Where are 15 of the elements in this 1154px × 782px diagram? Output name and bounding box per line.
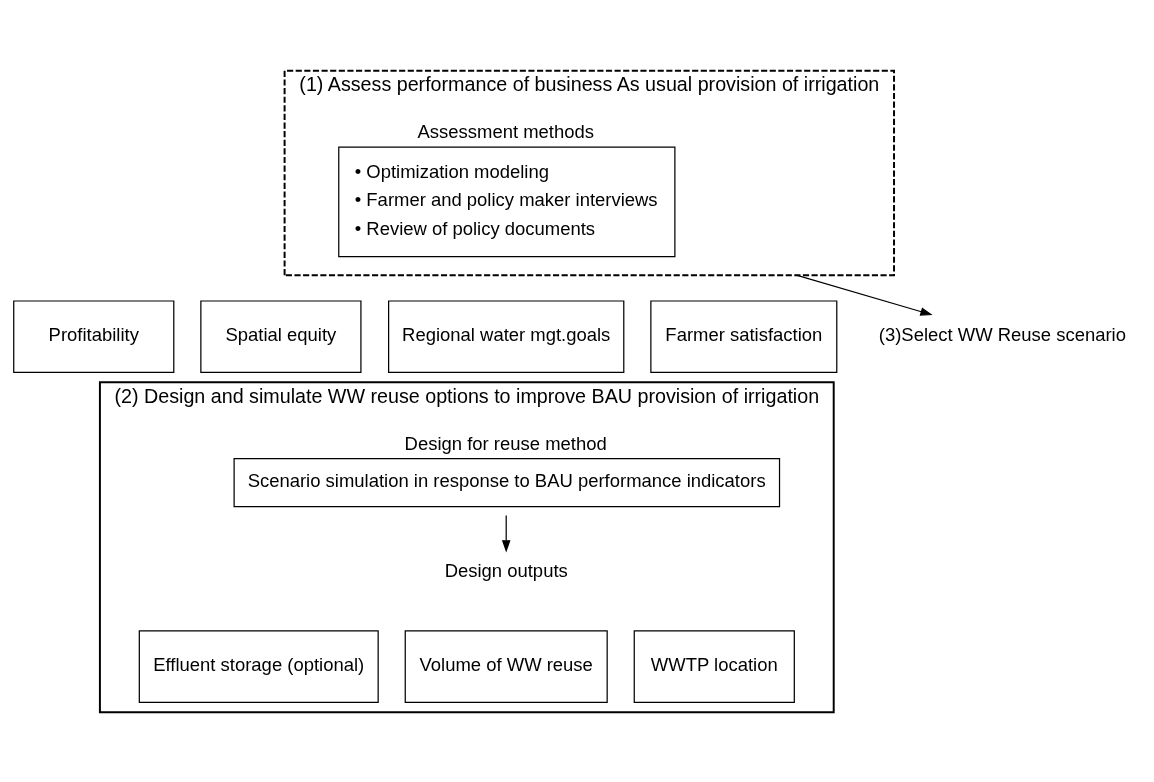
node-text: (3)Select WW Reuse scenario	[878, 323, 1126, 345]
node-box: Scenario simulation in response to BAU performance indicators	[233, 457, 781, 507]
node-box: Profitability	[13, 299, 175, 373]
node-box: Regional water mgt.goals	[388, 299, 625, 373]
node-box: WWTP location	[633, 629, 795, 703]
node-label: Assessment methods	[417, 120, 594, 142]
arrow	[501, 514, 511, 553]
node-box: Spatial equity	[200, 299, 362, 373]
node-label: Design for reuse method	[404, 432, 607, 454]
node-box: Farmer satisfaction	[650, 299, 838, 373]
node-text: Design outputs	[444, 559, 568, 581]
node-box: Effluent storage (optional)	[138, 629, 379, 703]
node-box: Volume of WW reuse	[404, 629, 608, 703]
node-box: • Optimization modeling • Farmer and policy maker interviews • Review of policy documents	[338, 146, 676, 257]
arrow	[795, 274, 933, 316]
